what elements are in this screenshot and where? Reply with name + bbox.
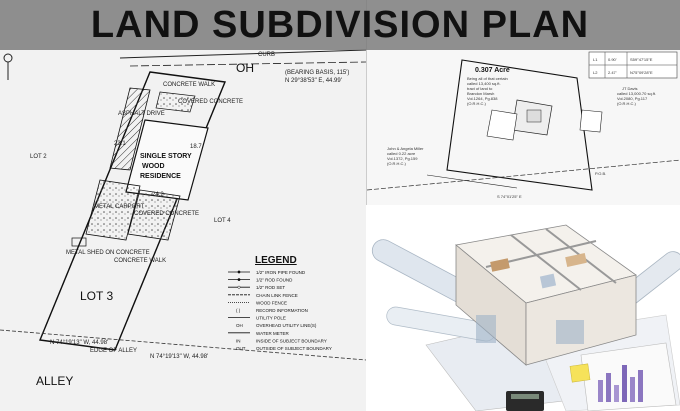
table-row-2-bearing: N75°09'28"E [630, 70, 653, 75]
owner-left-1: John & Angela Miller [387, 146, 424, 151]
asphalt-drive-label: ASPHALT DRIVE [118, 111, 165, 117]
dim-242: 24.2 [152, 192, 164, 198]
owner-right-2: called 13,000.70 sq.ft. [617, 91, 656, 96]
owner-left-4: (O.R.H.C.) [387, 161, 407, 166]
residence-outline [125, 119, 209, 201]
legend-item: WATER METER [256, 331, 289, 336]
floorplan-model-icon [366, 205, 680, 411]
calculator-icon [506, 391, 544, 411]
dim-187: 18.7 [190, 144, 202, 150]
legend-item: OUTSIDE OF SUBJECT BOUNDARY [256, 346, 332, 351]
legend-symbol: OUT [236, 346, 246, 351]
left-survey-drawing: CURB OH (BEARING BASIS, 115') N 29°38'53… [0, 49, 366, 388]
edge-of-alley-label: EDGE OF ALLEY [90, 348, 137, 354]
legend-item: WOOD FENCE [256, 300, 287, 305]
owner-right-1: JT Davis [622, 86, 637, 91]
table-row-1-dist: 0.90' [608, 57, 617, 62]
legend-item: UTILITY POLE [256, 316, 286, 321]
residence-label-2: WOOD [142, 163, 165, 170]
legend-item: CHAIN LINK FENCE [256, 293, 298, 298]
legend-item: OVERHEAD UTILITY LINE(S) [256, 323, 317, 328]
legend-symbol: OH [236, 323, 243, 328]
floorplan-photo [366, 205, 680, 411]
page-title: LAND SUBDIVISION PLAN [0, 0, 680, 50]
left-survey-plan: CURB OH (BEARING BASIS, 115') N 29°38'53… [0, 0, 366, 411]
desc-line-5: Vol.1264, Pg.838 [467, 96, 498, 101]
concrete-walk-label: CONCRETE WALK [163, 82, 215, 88]
residence-label-3: RESIDENCE [140, 173, 181, 180]
curb-label: CURB [258, 52, 275, 58]
lot-2-label: LOT 2 [30, 154, 47, 160]
bearing-top-label: N 29°38'53" E, 44.99' [285, 78, 342, 84]
owner-left-3: Vol.1372, Pg.159 [387, 156, 418, 161]
desc-line-4: Brandon Marsh [467, 91, 494, 96]
metal-carport-label: METAL CARPORT [94, 204, 145, 210]
covered-concrete-label: COVERED CONCRETE [178, 99, 243, 105]
bearing-bottom-2: N 74°19'13" W, 44.98' [150, 354, 208, 360]
table-row-2-id: L2 [593, 70, 598, 75]
legend-item: 1/2" ROD FOUND [256, 278, 293, 283]
owner-right-3: Vol.2080, Pg.117 [617, 96, 648, 101]
legend-title: LEGEND [255, 255, 297, 266]
owner-left-2: called 0.22 acre [387, 151, 416, 156]
pob-label: P.O.B. [595, 171, 606, 176]
legend-item: 1/2" IRON PIPE FOUND [256, 270, 306, 275]
lot-3-label: LOT 3 [80, 289, 113, 303]
bar-chart-paper-icon [580, 342, 677, 411]
desc-line-1: Being all of that certain [467, 76, 508, 81]
lot-4-label: LOT 4 [214, 218, 231, 224]
legend: LEGEND 1/2" IRON PIPE FOUND 1/2" ROD FOUN… [228, 255, 332, 351]
house-3d-model [455, 224, 637, 366]
bearing-bottom-right: S 74°01'25" E [497, 194, 522, 199]
line-table: L1 0.90' S59°47'15"E L2 2.47' N75°09'28"… [588, 51, 678, 79]
asphalt-drive [109, 87, 151, 171]
residence-label-1: SINGLE STORY [140, 153, 192, 160]
legend-item: 1/2" ROD SET [256, 285, 285, 290]
desc-line-3: tract of land to [467, 86, 493, 91]
table-row-1-bearing: S59°47'15"E [630, 57, 653, 62]
covered-concrete-2-label: COVERED CONCRETE [134, 211, 199, 217]
pushpin-icon [3, 53, 13, 80]
legend-symbol: IN [236, 338, 241, 343]
bearing-basis-label: (BEARING BASIS, 115') [285, 70, 349, 76]
table-row-2-dist: 2.47' [608, 70, 617, 75]
desc-line-6: (O.R.H.C.) [467, 101, 487, 106]
alley-label: ALLEY [36, 374, 73, 388]
metal-shed-label: METAL SHED ON CONCRETE [66, 250, 150, 256]
desc-line-2: called 13,400 sq.ft. [467, 81, 501, 86]
concrete-walk-2-label: CONCRETE WALK [114, 258, 166, 264]
owner-right-4: (O.R.H.C.) [617, 101, 637, 106]
carport-area [85, 179, 141, 241]
street-oh-label: OH [236, 61, 254, 75]
tract-boundary [446, 59, 593, 191]
legend-item: INSIDE OF SUBJECT BOUNDARY [256, 338, 327, 343]
acreage-label: 0.307 Acre [475, 67, 510, 74]
legend-item: RECORD INFORMATION [256, 308, 308, 313]
legend-symbol: ( ) [236, 308, 241, 313]
bearing-bottom-1: N 74°19'13" W, 44.98' [50, 340, 108, 346]
dim-231: 23.1 [114, 141, 126, 147]
table-row-1-id: L1 [593, 57, 598, 62]
